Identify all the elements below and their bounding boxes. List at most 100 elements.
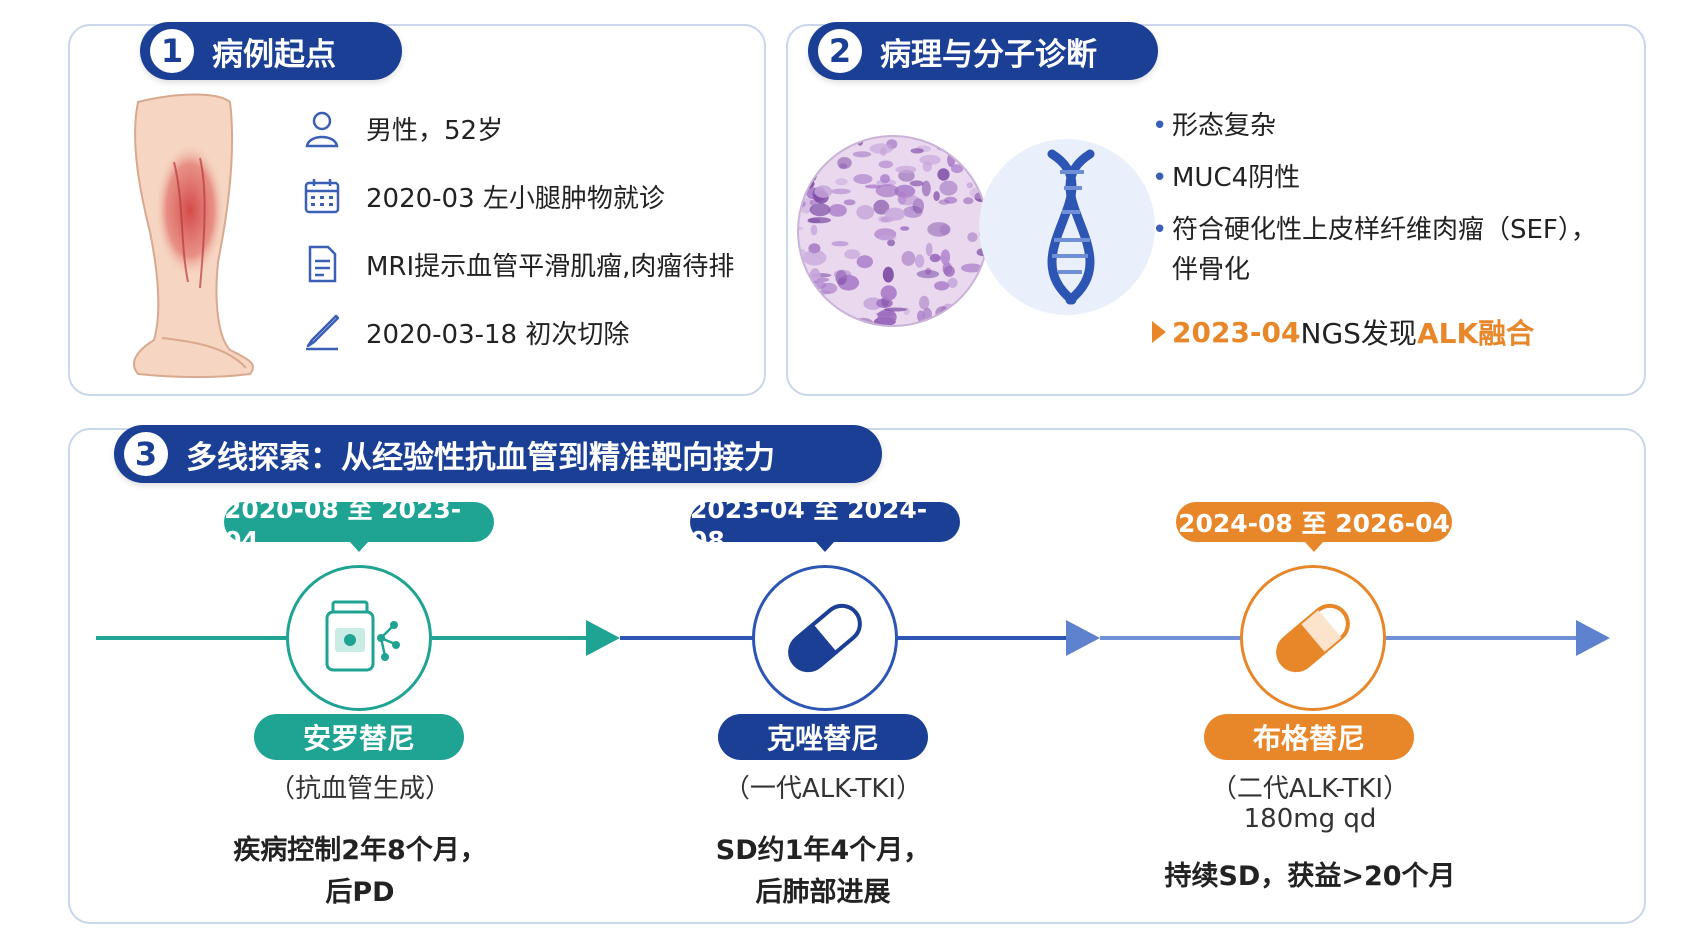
triangle-icon (1152, 321, 1166, 343)
cell-blob (873, 199, 890, 215)
cell-blob (884, 207, 906, 221)
section-3-title: 多线探索：从经验性抗血管到精准靶向接力 (186, 439, 775, 476)
cell-blob (863, 297, 883, 310)
cell-blob (837, 157, 852, 169)
cell-blob (880, 285, 897, 301)
cell-blob (856, 255, 873, 269)
cell-blob (967, 232, 978, 242)
person-icon (300, 106, 344, 150)
cell-blob (844, 249, 861, 260)
period-pointer (1305, 542, 1323, 552)
cell-blob (895, 165, 917, 174)
cell-blob (878, 160, 894, 169)
outcome-line2-a: SD约1年4个月， (715, 835, 931, 866)
cell-blob (830, 188, 851, 195)
cell-blob (876, 311, 895, 317)
section-2-header: 2 病理与分子诊断 (808, 22, 1158, 80)
cell-blob (831, 241, 849, 247)
drug-class-line3: （二代ALK-TKI） (1210, 774, 1410, 804)
outcome-line1-a: 疾病控制2年8个月， (233, 835, 487, 866)
cell-blob (939, 180, 958, 196)
cell-blob (919, 154, 941, 165)
period-badge-line3: 2024-08 至 2026-04 (1176, 502, 1452, 542)
cell-blob (852, 151, 872, 158)
cell-blob (938, 199, 950, 205)
cell-blob (883, 307, 908, 312)
drug-circle-line1 (286, 565, 432, 711)
cell-blob (809, 203, 831, 217)
cell-blob (878, 235, 897, 241)
cell-blob (937, 168, 950, 181)
cell-blob (925, 242, 933, 257)
bullet-text: 伴骨化 (1172, 255, 1251, 285)
cell-blob (961, 263, 983, 273)
cell-blob (933, 191, 940, 202)
period-pointer (816, 542, 834, 552)
document-icon (300, 242, 344, 286)
pathology-bullet: •符合硬化性上皮样纤维肉瘤（SEF）， (1152, 215, 1597, 245)
drug-name-line3: 布格替尼 (1204, 714, 1414, 760)
dna-icon (979, 139, 1155, 315)
ngs-highlight: ALK融合 (1416, 317, 1535, 350)
section-3-header: 3 多线探索：从经验性抗血管到精准靶向接力 (114, 425, 882, 483)
info-row-visit: 2020-03 左小腿肿物就诊 (300, 174, 665, 218)
cell-blob (940, 249, 951, 265)
cell-blob (843, 199, 856, 206)
histology-image (797, 135, 989, 327)
cell-blob (856, 205, 875, 220)
cell-blob (963, 197, 974, 205)
info-row-surgery: 2020-03-18 初次切除 (300, 310, 629, 354)
bullet-text: 形态复杂 (1172, 111, 1277, 141)
cell-blob (814, 185, 832, 198)
cell-blob (934, 281, 950, 291)
medicine-bottle-icon (325, 600, 400, 672)
capsule-icon (1276, 603, 1350, 673)
cell-blob (833, 269, 852, 279)
info-row-mri: MRI提示血管平滑肌瘤,肉瘤待排 (300, 242, 734, 286)
cell-blob (901, 251, 916, 266)
cell-blob (939, 224, 950, 235)
ngs-finding: 2023-04 NGS发现 ALK融合 (1152, 312, 1535, 352)
cell-blob (900, 226, 910, 231)
drug-circle-line3 (1240, 565, 1386, 711)
drug-dose-line3: 180mg qd (1243, 804, 1377, 834)
info-row-text: MRI提示血管平滑肌瘤,肉瘤待排 (366, 251, 735, 282)
cell-blob (951, 164, 964, 174)
cell-blob (875, 184, 899, 198)
cell-blob (880, 174, 890, 184)
info-row-sex-age: 男性，52岁 (300, 106, 503, 150)
cell-blob (853, 174, 873, 184)
section-2-number: 2 (818, 29, 862, 73)
cell-blob (808, 243, 821, 254)
cell-blob (835, 178, 848, 186)
cell-blob (919, 295, 930, 310)
cell-blob (869, 143, 894, 154)
drug-circle-line2 (752, 565, 898, 711)
ngs-date: 2023-04 (1172, 315, 1301, 349)
scalpel-icon (300, 310, 344, 354)
info-row-text: 2020-03-18 初次切除 (366, 319, 630, 350)
pathology-bullet-continued: 伴骨化 (1172, 250, 1250, 290)
leg-illustration (133, 93, 255, 378)
cell-blob (966, 182, 974, 189)
info-row-text: 男性，52岁 (366, 115, 504, 146)
cell-blob (802, 249, 827, 266)
section-3-number: 3 (124, 432, 168, 476)
cell-blob (942, 262, 953, 275)
bullet-text: 符合硬化性上皮样纤维肉瘤（SEF）， (1172, 215, 1597, 245)
pathology-bullet: •形态复杂 (1152, 111, 1277, 141)
section-1-number: 1 (150, 29, 194, 73)
capsule-icon (788, 603, 862, 673)
section-1-title: 病例起点 (212, 36, 336, 73)
drug-name-line2: 克唑替尼 (718, 714, 928, 760)
cell-blob (909, 180, 924, 187)
pathology-bullet: •MUC4阴性 (1152, 163, 1301, 193)
cell-blob (917, 310, 925, 322)
bullet-text: MUC4阴性 (1172, 163, 1301, 193)
cell-blob (947, 277, 958, 288)
cell-blob (894, 184, 916, 198)
cell-blob (798, 226, 804, 231)
calendar-icon (300, 174, 344, 218)
info-row-text: 2020-03 左小腿肿物就诊 (366, 183, 665, 214)
drug-class-line1: （抗血管生成） (268, 774, 451, 804)
